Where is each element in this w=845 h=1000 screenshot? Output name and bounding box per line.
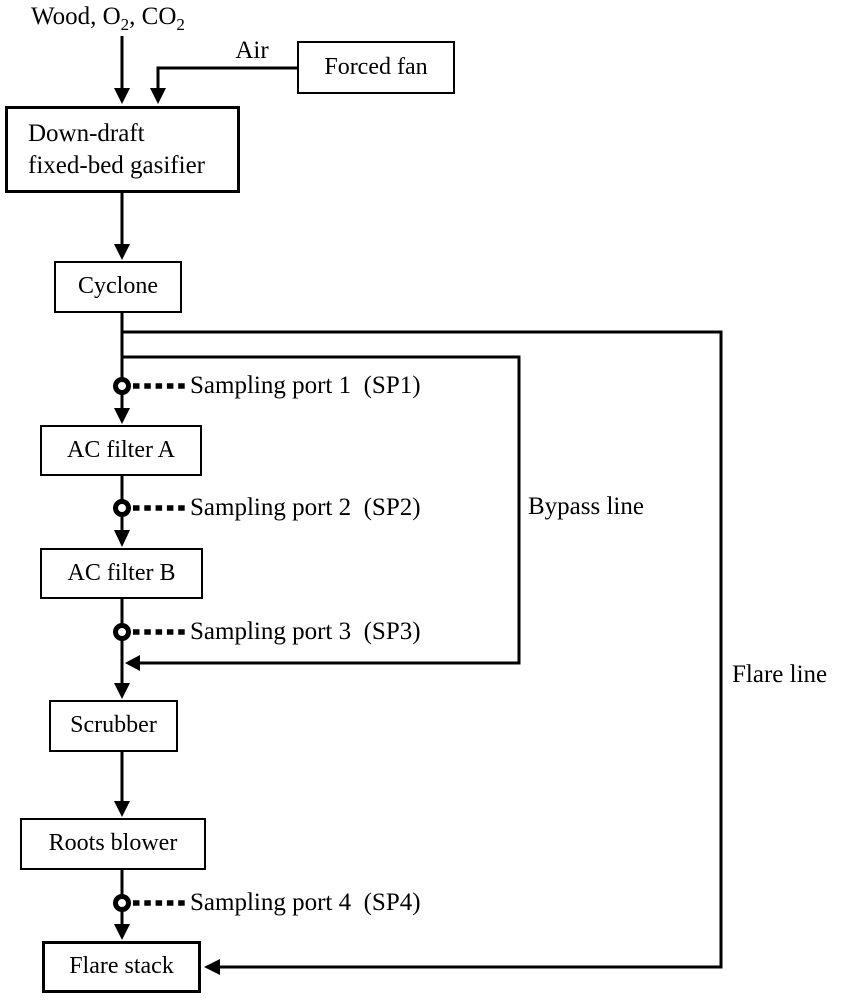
roots-arrowhead bbox=[114, 801, 130, 817]
sampling-port-2-label: Sampling port 2 (SP2) bbox=[190, 494, 421, 521]
gasifier-box: Down-draft fixed-bed gasifier bbox=[5, 106, 240, 193]
ac-filter-a-box: AC filter A bbox=[40, 425, 202, 476]
ac-filter-b-label: AC filter B bbox=[67, 559, 176, 586]
forced-fan-label: Forced fan bbox=[324, 53, 428, 80]
sampling-port-4-label: Sampling port 4 (SP4) bbox=[190, 889, 421, 916]
sampling-port-3-label: Sampling port 3 (SP3) bbox=[190, 618, 421, 645]
feed-label: Wood, O2, CO2 bbox=[31, 2, 185, 34]
roots-blower-box: Roots blower bbox=[20, 818, 206, 870]
scrubber-box: Scrubber bbox=[49, 700, 178, 752]
flare-stack-box: Flare stack bbox=[42, 941, 201, 993]
sampling-port-1-label: Sampling port 1 (SP1) bbox=[190, 372, 421, 399]
cyclone-box: Cyclone bbox=[54, 261, 182, 313]
feed-label-part2: , CO bbox=[129, 3, 177, 30]
flare-line-path bbox=[122, 330, 723, 969]
cyclone-label: Cyclone bbox=[78, 273, 158, 300]
ac-filter-a-label: AC filter A bbox=[67, 436, 175, 463]
filter-a-arrowhead bbox=[114, 408, 130, 424]
bypass-line-path bbox=[122, 355, 521, 665]
roots-blower-label: Roots blower bbox=[48, 830, 178, 857]
feed-arrowhead bbox=[114, 88, 130, 104]
feed-label-sub2: 2 bbox=[176, 15, 185, 34]
cyclone-arrowhead bbox=[114, 244, 130, 260]
flare-stack-label: Flare stack bbox=[69, 953, 174, 980]
feed-label-sub1: 2 bbox=[120, 15, 130, 34]
flare-line-label: Flare line bbox=[732, 661, 828, 688]
bypass-merge-arrowhead bbox=[125, 655, 140, 671]
ac-filter-b-box: AC filter B bbox=[40, 548, 203, 599]
scrubber-label: Scrubber bbox=[70, 712, 157, 739]
gasifier-label-line2: fixed-bed gasifier bbox=[28, 151, 206, 179]
feed-label-part1: Wood, O bbox=[31, 3, 121, 30]
air-arrowhead bbox=[150, 88, 166, 104]
sp1-port-circle bbox=[113, 377, 131, 395]
flare-stack-top-arrowhead bbox=[114, 924, 130, 940]
bypass-line-label: Bypass line bbox=[528, 493, 644, 520]
gasifier-label-line1: Down-draft bbox=[28, 119, 145, 147]
sp2-port-circle bbox=[113, 499, 131, 517]
sp4-port-circle bbox=[113, 894, 131, 912]
air-label: Air bbox=[235, 37, 269, 64]
forced-fan-box: Forced fan bbox=[297, 41, 455, 94]
scrubber-arrowhead bbox=[114, 683, 130, 699]
sp3-port-circle bbox=[113, 623, 131, 641]
air-line bbox=[156, 66, 297, 90]
flare-line-arrowhead bbox=[204, 959, 220, 975]
filter-b-arrowhead bbox=[114, 530, 130, 547]
